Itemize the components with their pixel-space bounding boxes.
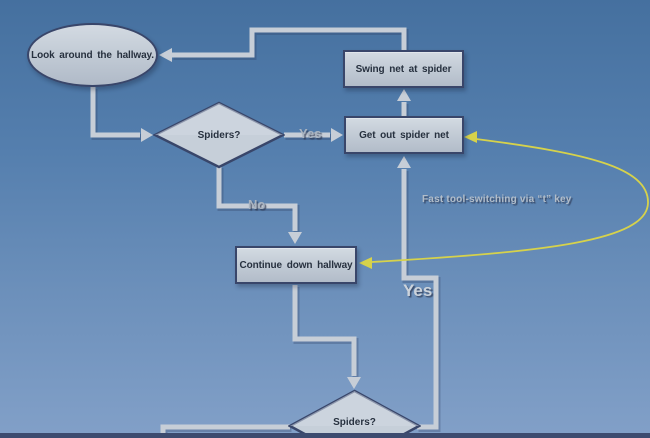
connector-shadows [91, 29, 441, 438]
arrowhead-into-getnet-bottom [397, 156, 411, 168]
node-decision-2-label: Spiders? [333, 417, 376, 428]
edge-label-yes-1: Yes [299, 126, 322, 141]
node-decision-1-label: Spiders? [197, 129, 241, 141]
edge-continue-to-decision2 [292, 285, 357, 376]
node-swing-net-label: Swing net at spider [355, 63, 452, 75]
node-continue-label: Continue down hallway [239, 259, 353, 271]
edge-swing-to-start [172, 27, 407, 58]
shortcut-arrowhead-getnet [464, 131, 477, 143]
node-get-out-spider-net: Get out spider net [344, 116, 464, 154]
shortcut-curve [359, 131, 649, 269]
node-start-label: Look around the hallway. [31, 49, 154, 61]
edge-label-no-1: No [248, 197, 266, 212]
node-get-net-label: Get out spider net [359, 129, 449, 141]
gray-connectors [90, 27, 439, 438]
edge-label-shortcut: Fast tool-switching via “t” key [422, 194, 572, 205]
gray-arrowheads [141, 48, 411, 389]
edge-start-to-decision1 [90, 87, 140, 138]
node-decision-spiders-2: Spiders? [288, 389, 421, 438]
node-swing-net-at-spider: Swing net at spider [343, 50, 464, 88]
arrowhead-into-start-ellipse [159, 48, 172, 62]
arrowhead-into-decision1 [141, 128, 153, 142]
arrowhead-into-swing-bottom [397, 89, 411, 101]
edge-label-yes-2: Yes [403, 281, 433, 300]
arrowhead-into-continue-top [288, 232, 302, 244]
node-start: Look around the hallway. [27, 23, 158, 87]
shortcut-arrowhead-continue [359, 257, 372, 269]
diamond-shape [153, 101, 285, 169]
arrowhead-into-getnet-left [331, 128, 343, 142]
edge-decision1-no [216, 166, 298, 231]
arrowhead-into-decision2-top [347, 377, 361, 389]
node-decision-spiders-1: Spiders? [153, 101, 285, 169]
bottom-band [0, 433, 650, 438]
diamond-shape [288, 389, 421, 438]
edge-decision2-yes [401, 169, 439, 430]
node-continue-down-hallway: Continue down hallway [235, 246, 357, 284]
